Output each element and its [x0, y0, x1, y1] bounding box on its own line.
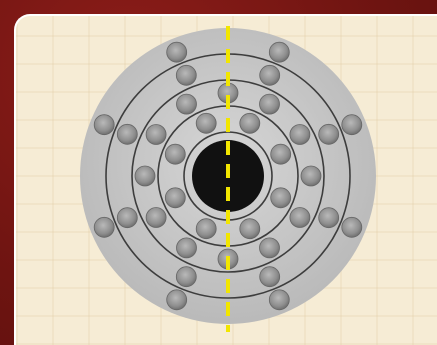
marble: [342, 217, 362, 237]
marble: [165, 144, 185, 164]
marble: [94, 115, 114, 135]
marble: [240, 219, 260, 239]
marble: [176, 65, 196, 85]
marble: [146, 208, 166, 228]
marble: [260, 267, 280, 287]
marble: [94, 217, 114, 237]
marble: [167, 290, 187, 310]
marble: [240, 113, 260, 133]
marble: [319, 208, 339, 228]
marble: [271, 144, 291, 164]
marble: [271, 188, 291, 208]
marble: [290, 125, 310, 145]
marble: [117, 208, 137, 228]
marble: [290, 208, 310, 228]
marble: [260, 238, 280, 258]
marble: [269, 42, 289, 62]
marble: [165, 188, 185, 208]
marble: [176, 267, 196, 287]
marble: [319, 124, 339, 144]
marble: [167, 42, 187, 62]
marble: [342, 115, 362, 135]
marble: [269, 290, 289, 310]
marble: [301, 166, 321, 186]
marble: [196, 113, 216, 133]
marble: [135, 166, 155, 186]
marble: [196, 219, 216, 239]
marble: [146, 125, 166, 145]
marble: [260, 65, 280, 85]
marble: [177, 238, 197, 258]
marble: [117, 124, 137, 144]
marble: [177, 94, 197, 114]
marble: [260, 94, 280, 114]
